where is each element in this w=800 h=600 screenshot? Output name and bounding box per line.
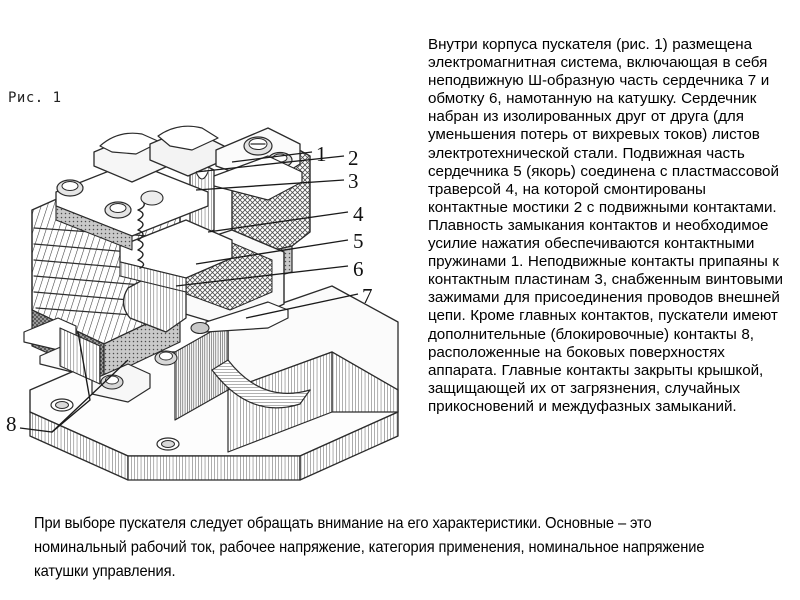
leader-line-5 bbox=[195, 239, 349, 265]
footer-paragraph: При выборе пускателя следует обращать вн… bbox=[34, 515, 705, 580]
callout-number-7: 7 bbox=[362, 284, 373, 308]
callout-number-6: 6 bbox=[353, 257, 364, 281]
leader-line-6 bbox=[175, 265, 349, 287]
callout-number-1: 1 bbox=[316, 142, 327, 166]
leader-line-8a bbox=[19, 331, 91, 433]
callout-number-2: 2 bbox=[348, 146, 359, 170]
leader-line-1 bbox=[231, 151, 313, 163]
leader-line-3 bbox=[195, 179, 345, 191]
callout-number-5: 5 bbox=[353, 229, 364, 253]
figure-caption: Рис. 1 bbox=[8, 90, 62, 106]
callout-number-8: 8 bbox=[6, 412, 17, 436]
starter-cutaway-illustration bbox=[19, 125, 399, 481]
callout-number-4: 4 bbox=[353, 202, 364, 226]
leader-line-2 bbox=[195, 155, 345, 173]
coil-terminal-bracket bbox=[190, 301, 289, 335]
leader-line-7 bbox=[245, 293, 359, 319]
leader-line-8b bbox=[51, 359, 129, 433]
figure-panel: Рис. 1 bbox=[0, 60, 420, 500]
main-description-paragraph: Внутри корпуса пускателя (рис. 1) размещ… bbox=[428, 36, 783, 415]
leader-line-4 bbox=[207, 211, 349, 233]
callout-leader-lines bbox=[19, 151, 359, 433]
callout-number-3: 3 bbox=[348, 169, 359, 193]
